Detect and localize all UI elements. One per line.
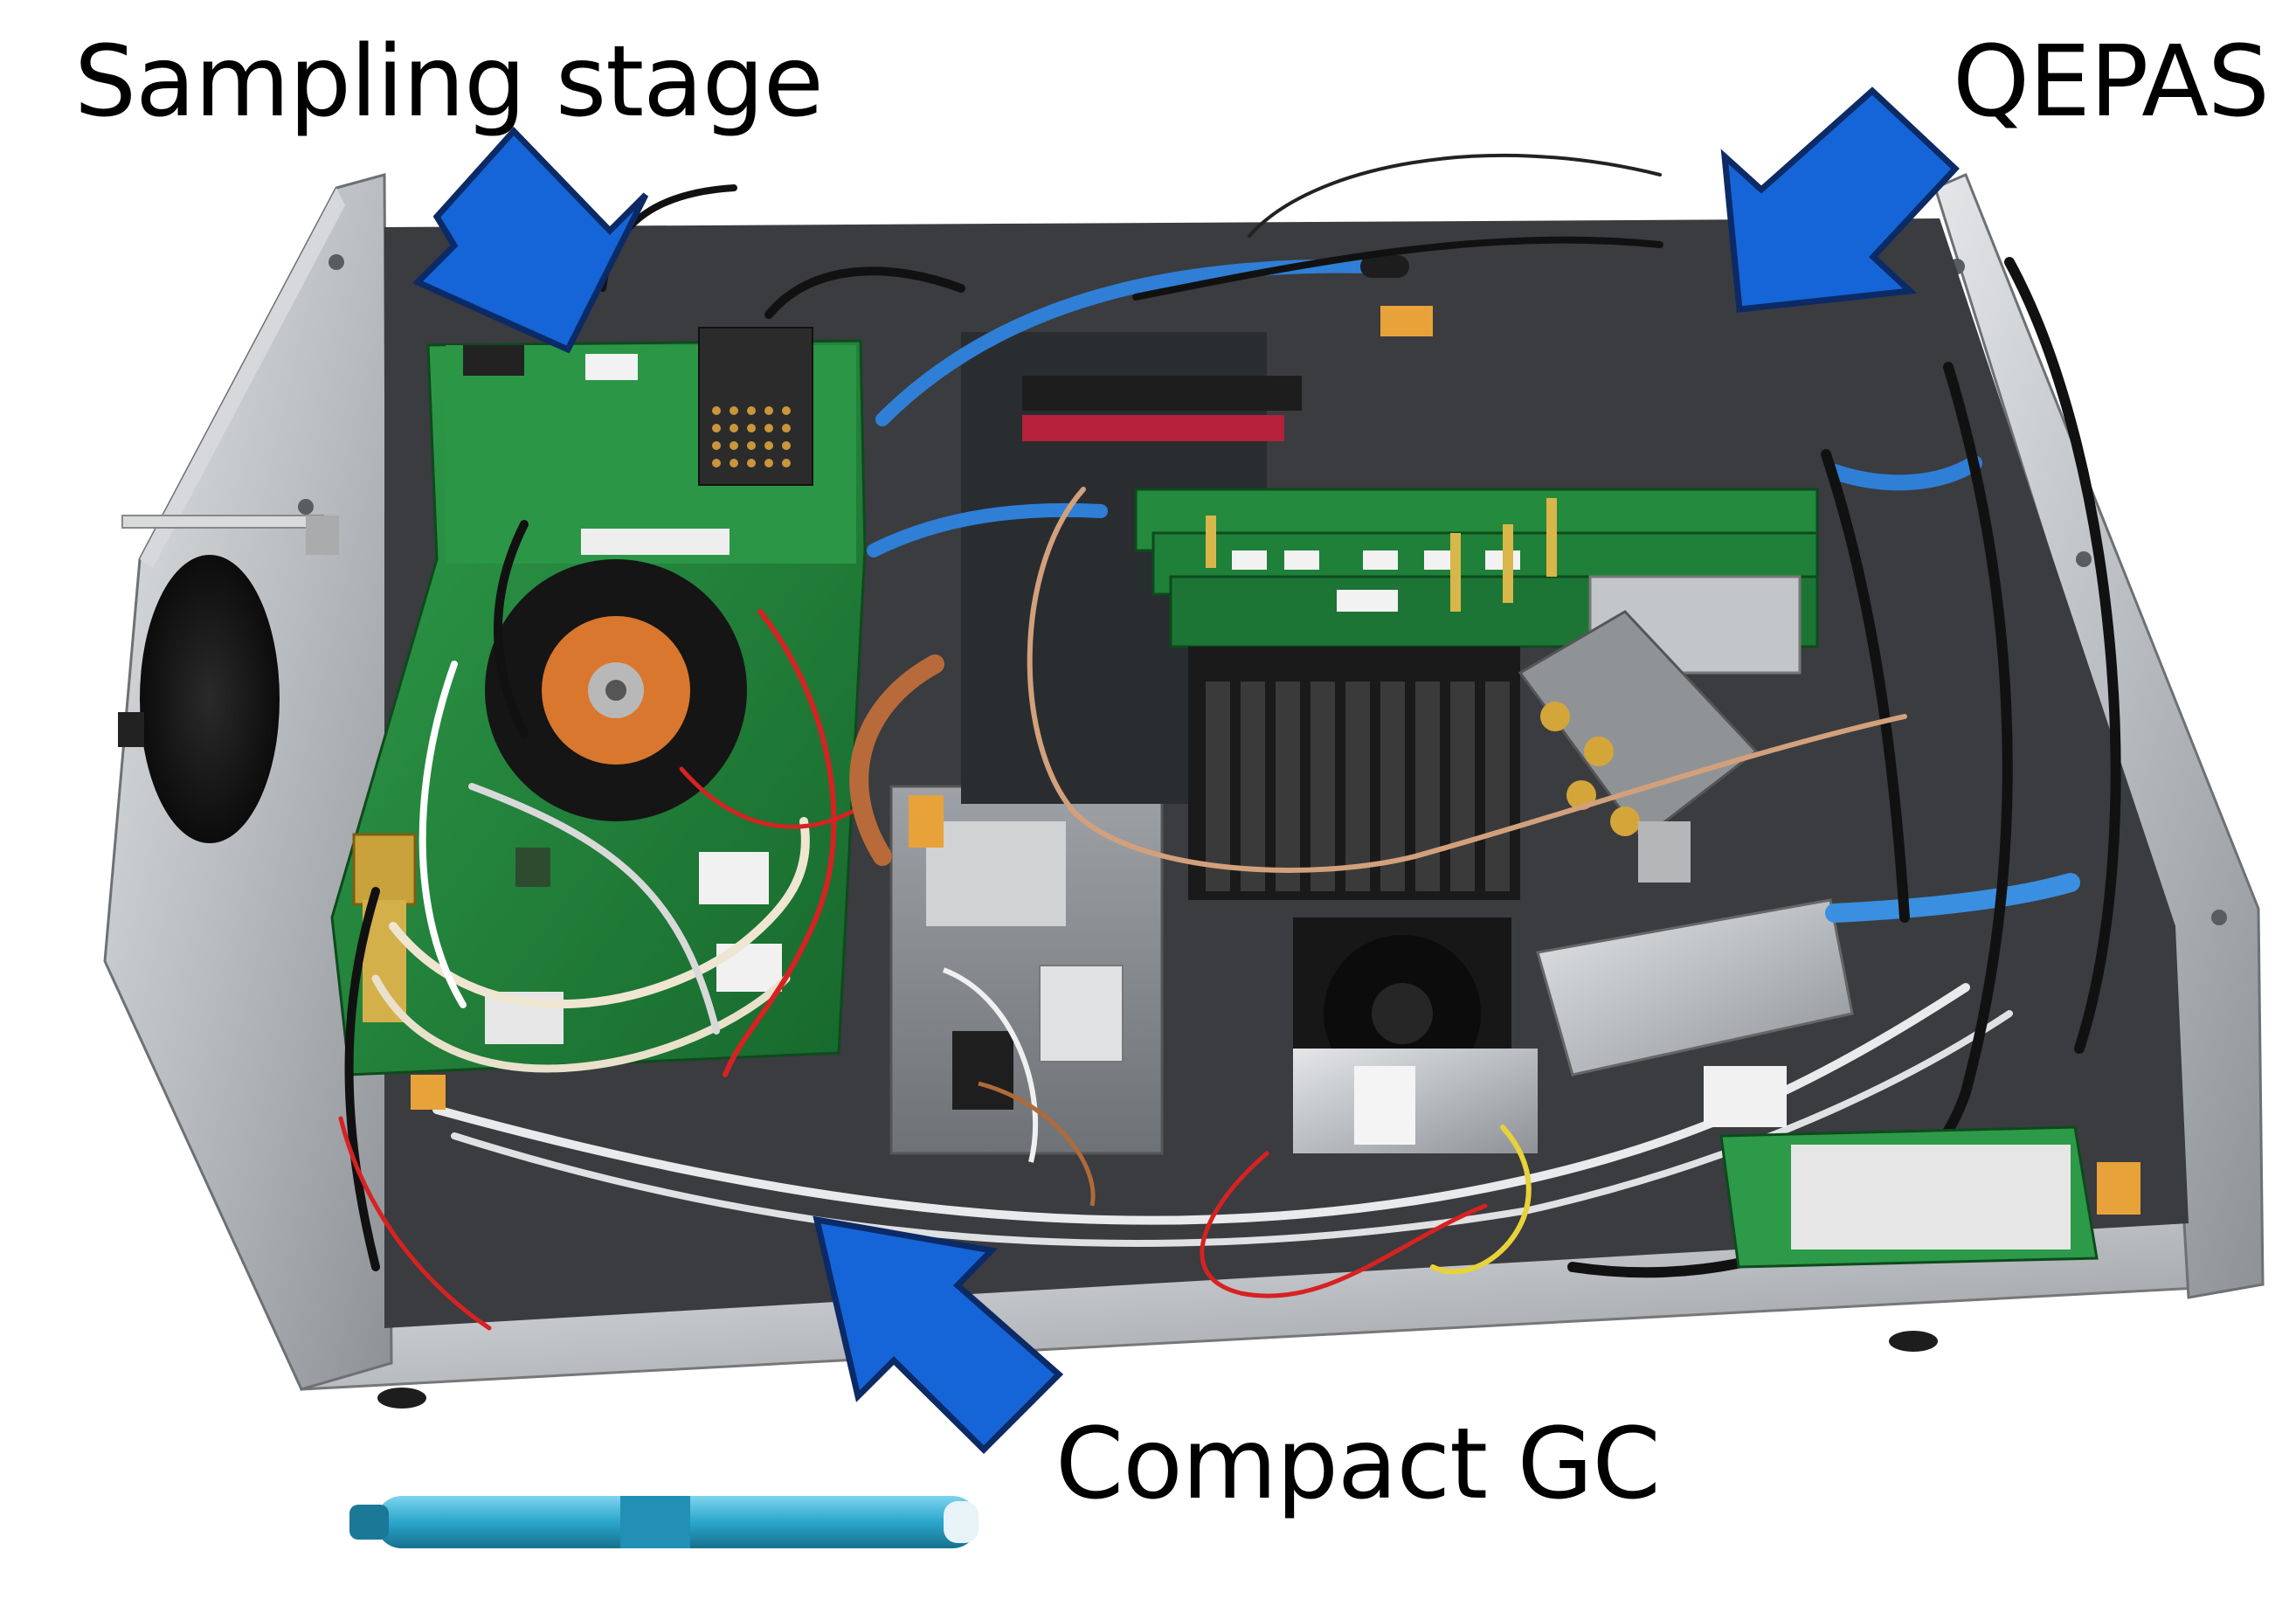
qepas-label: QEPAS	[1953, 25, 2270, 139]
sampling-stage-label: Sampling stage	[74, 25, 824, 139]
arrow-up-right-icon	[813, 1215, 1064, 1454]
kapton-tape	[411, 306, 2140, 1215]
pen	[349, 1496, 979, 1548]
sampling-stage-board	[330, 327, 867, 1076]
heatsink	[1188, 647, 1520, 900]
right-pcb	[1704, 1066, 2099, 1269]
electronics-stack	[961, 332, 1819, 804]
qepas-module	[1518, 575, 1854, 1076]
compact-gc-label: Compact GC	[1055, 1408, 1661, 1521]
side-fan	[118, 555, 280, 843]
braided-cable	[849, 654, 944, 866]
lower-fan	[1293, 917, 1538, 1153]
compact-gc-module	[889, 785, 1164, 1207]
arrow-down-right-icon	[411, 126, 649, 354]
arrow-down-left-icon	[1720, 87, 1960, 313]
cables-right	[1027, 153, 2121, 1298]
